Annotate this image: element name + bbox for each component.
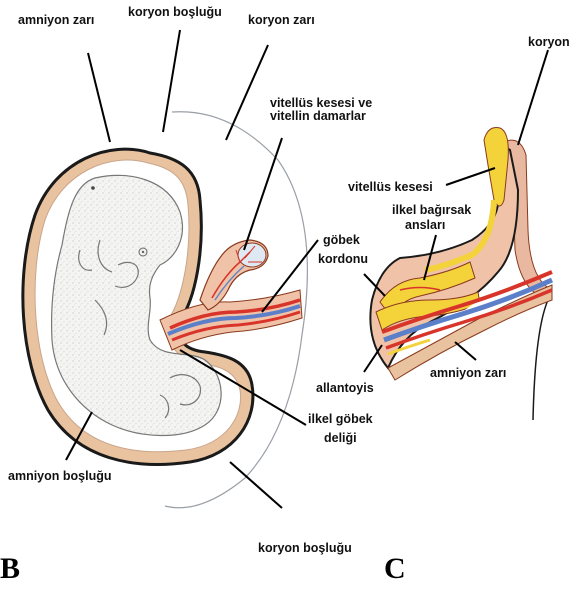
panel-letter-b: B — [0, 552, 20, 585]
label-yolk-sac-b-line1: vitellüs kesesi ve — [270, 96, 372, 110]
label-yolk-sac-c: vitellüs kesesi — [348, 180, 433, 194]
leader-amnion-membrane-c — [455, 342, 476, 360]
label-gut-loops-line2: ansları — [405, 218, 445, 232]
label-amnion-membrane-c: amniyon zarı — [430, 366, 506, 380]
label-amnion-membrane-b: amniyon zarı — [18, 13, 94, 27]
leader-amnion-membrane-b — [88, 53, 110, 142]
leader-yolk-sac-c — [446, 168, 495, 185]
label-primitive-umbilicus-line1: ilkel göbek — [308, 412, 373, 426]
panel-b: amniyon zarı koryon boşluğu koryon zarı … — [0, 5, 373, 585]
leader-chorionic-cavity-top — [163, 30, 180, 132]
label-chorion-membrane: koryon zarı — [248, 13, 315, 27]
label-yolk-sac-b-line2: vitellin damarlar — [270, 109, 366, 123]
panel-letter-c: C — [384, 552, 406, 585]
label-chorionic-cavity-top: koryon boşluğu — [128, 5, 222, 19]
label-umbilical-cord-c-line2: kordonu — [318, 252, 368, 266]
label-amniotic-cavity: amniyon boşluğu — [8, 469, 111, 483]
leader-chorionic-cavity-bottom — [230, 462, 282, 508]
label-umbilical-cord-c-line1: göbek — [323, 233, 360, 247]
label-chorionic-cavity-bottom: koryon boşluğu — [258, 541, 352, 555]
label-allantois: allantoyis — [316, 381, 374, 395]
label-chorion-c: koryon — [528, 35, 570, 49]
label-gut-loops-line1: ilkel bağırsak — [392, 203, 471, 217]
label-primitive-umbilicus-line2: deliği — [324, 431, 357, 445]
leader-chorion-membrane — [226, 45, 268, 140]
leader-allantois — [364, 345, 382, 372]
leader-chorion-c — [518, 50, 548, 145]
leader-yolk-sac-b — [244, 138, 282, 250]
